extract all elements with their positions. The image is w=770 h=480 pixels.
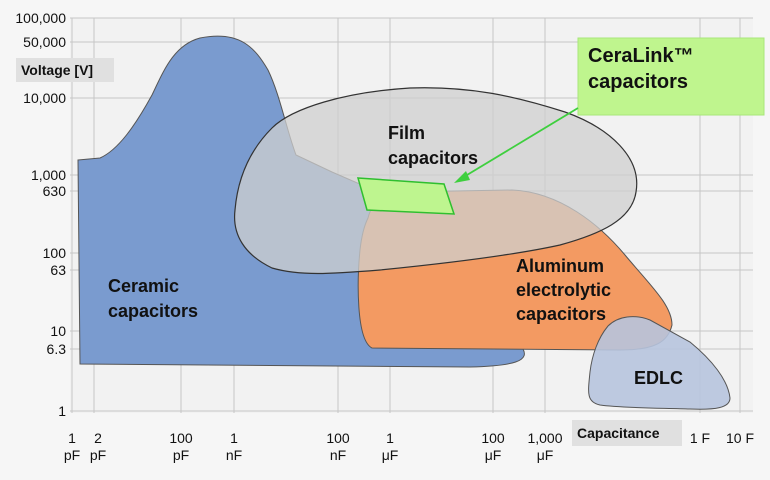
y-tick-label: 630: [43, 183, 67, 199]
y-tick-label: 63: [50, 262, 66, 278]
edlc-label: EDLC: [634, 368, 683, 388]
x-tick-label-line: 100: [326, 430, 350, 446]
film-label: Film capacitors: [388, 123, 478, 168]
x-tick-label-line: nF: [330, 447, 346, 463]
x-tick-label-line: nF: [226, 447, 242, 463]
y-tick-label: 50,000: [23, 34, 66, 50]
edlc-region: [588, 316, 731, 410]
callout-arrow-line: [461, 107, 579, 179]
ceralink-region: [356, 177, 456, 215]
ceramic-label: Ceramic capacitors: [108, 276, 198, 321]
y-tick-label: 1,000: [31, 167, 66, 183]
ceralink-callout-box: [577, 37, 765, 116]
y-tick-label: 10: [50, 323, 66, 339]
ceralink-callout-line-2: capacitors: [588, 71, 688, 93]
y-tick-label: 10,000: [23, 90, 66, 106]
x-tick-label-line: 1: [230, 430, 238, 446]
ceramic-label-line-1: Ceramic: [108, 276, 179, 296]
x-tick-label-line: μF: [485, 447, 502, 463]
y-axis-title: Voltage [V]: [21, 62, 93, 78]
x-tick-label-line: 1: [68, 430, 76, 446]
x-tick-label-line: pF: [173, 447, 189, 463]
y-tick-label: 6.3: [47, 341, 67, 357]
x-tick-label-line: 1 F: [690, 430, 710, 446]
y-tick-label: 100,000: [15, 10, 66, 26]
x-tick-label-line: 2: [94, 430, 102, 446]
x-axis-title: Capacitance: [577, 425, 660, 441]
x-tick-label: 1 F: [690, 430, 710, 446]
film-label-line-2: capacitors: [388, 148, 478, 168]
aluminum-label-line-2: electrolytic: [516, 280, 611, 300]
film-label-line-1: Film: [388, 123, 425, 143]
aluminum-label-line-3: capacitors: [516, 304, 606, 324]
x-tick-label-line: μF: [537, 447, 554, 463]
ceralink-callout-line-1: CeraLink™: [588, 45, 694, 67]
x-tick-label-line: 1: [386, 430, 394, 446]
y-tick-label: 100: [43, 245, 67, 261]
x-tick-label-line: pF: [64, 447, 80, 463]
x-tick-label-line: μF: [382, 447, 399, 463]
y-axis-title-bg: [16, 58, 114, 82]
x-tick-label-line: pF: [90, 447, 106, 463]
ceralink-callout-text: CeraLink™ capacitors: [588, 45, 699, 93]
callout-arrow-head: [454, 171, 470, 183]
x-tick-label-line: 1,000: [527, 430, 562, 446]
x-axis-title-bg: [572, 420, 682, 446]
x-tick-label-line: 100: [169, 430, 193, 446]
aluminum-label: Aluminum electrolytic capacitors: [516, 256, 616, 324]
y-tick-label: 1: [58, 403, 66, 419]
x-tick-label: 10 F: [726, 430, 754, 446]
x-tick-label-line: 100: [481, 430, 505, 446]
x-tick-label-line: 10 F: [726, 430, 754, 446]
aluminum-label-line-1: Aluminum: [516, 256, 604, 276]
ceramic-label-line-2: capacitors: [108, 301, 198, 321]
